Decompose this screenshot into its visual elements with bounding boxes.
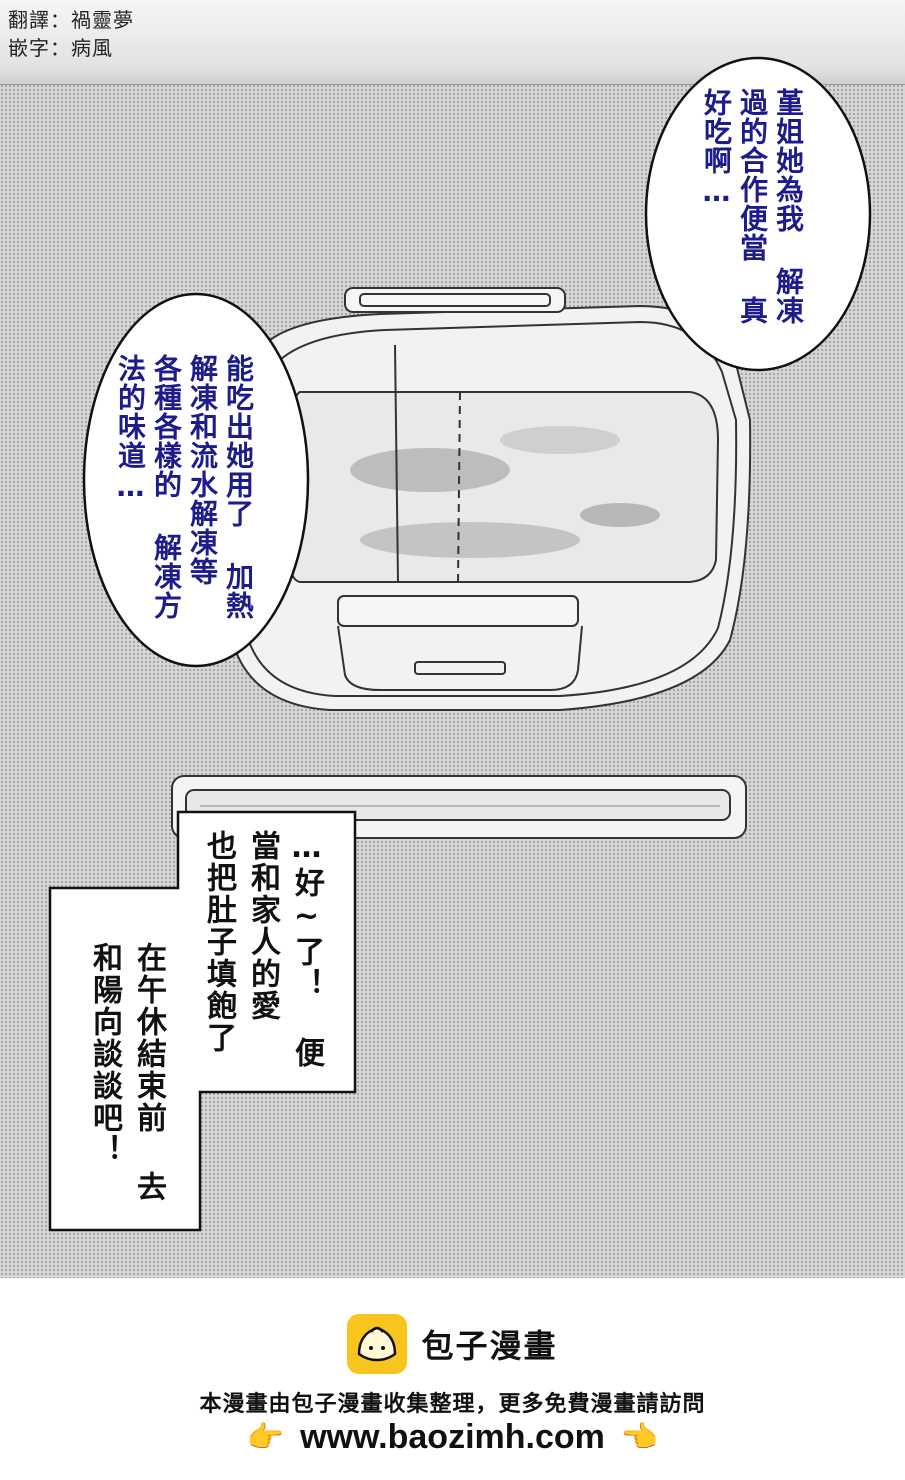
narration-text-lower: 在午休結束前 去和陽向談談吧！ [82, 942, 170, 1222]
lunchbox-illustration [223, 287, 752, 711]
brand-name: 包子漫畫 [421, 1327, 558, 1365]
site-url-link[interactable]: www.baozimh.com [300, 1418, 605, 1456]
speech-bubble-top-right [644, 56, 872, 372]
pointing-right-hand-icon: 👉 [246, 1420, 285, 1455]
narration-text-upper: …好~了！ 便當和家人的愛 也把肚子填飽了 [196, 830, 328, 1090]
speech-line: 能吃出她用了 [222, 354, 255, 528]
speech-line: 真好吃啊… [700, 88, 769, 325]
speech-line: 加熱解凍和流水解凍等 [186, 354, 255, 620]
narration-line: 便當和家人的愛 [245, 830, 324, 1069]
narration-box-shape [48, 810, 357, 1232]
speech-line: 各種各樣的 [150, 354, 183, 499]
url-row[interactable]: 👉 www.baozimh.com 👈 [0, 1418, 905, 1457]
speech-text-left: 能吃出她用了 加熱解凍和流水解凍等 各種各樣的 解凍方法的味道… [112, 354, 256, 644]
panel-artwork [48, 56, 872, 1232]
narration-line: …好~了！ [289, 830, 324, 1000]
speech-text-top-right: 堇姐她為我 解凍過的合作便當 真好吃啊… [698, 88, 806, 348]
credit-translation: 翻譯：禍靈夢 [8, 8, 134, 32]
speech-line: 解凍方法的味道… [114, 354, 183, 620]
comic-panel: 堇姐她為我 解凍過的合作便當 真好吃啊… 能吃出她用了 加熱解凍和流水解凍等 各… [0, 0, 905, 1278]
pointing-left-hand-icon: 👈 [620, 1420, 659, 1455]
baozi-logo-icon [347, 1314, 408, 1374]
narration-line: 去和陽向談談吧！ [87, 942, 166, 1203]
site-footer: 包子漫畫 本漫畫由包子漫畫收集整理，更多免費漫畫請訪問 👉 www.baozim… [0, 1278, 905, 1480]
speech-line: 堇姐她為我 [772, 88, 805, 233]
speech-line: 解凍過的合作便當 [736, 88, 805, 325]
speech-bubble-left [82, 292, 310, 668]
translator-credits: 翻譯：禍靈夢 嵌字：病風 [8, 6, 134, 62]
brand-row[interactable]: 包子漫畫 [0, 1314, 905, 1374]
narration-line: 在午休結束前 [131, 942, 166, 1134]
credit-typesetting: 嵌字：病風 [8, 36, 113, 60]
narration-line: 也把肚子填飽了 [201, 830, 236, 1054]
promo-text: 本漫畫由包子漫畫收集整理，更多免費漫畫請訪問 [199, 1392, 706, 1417]
